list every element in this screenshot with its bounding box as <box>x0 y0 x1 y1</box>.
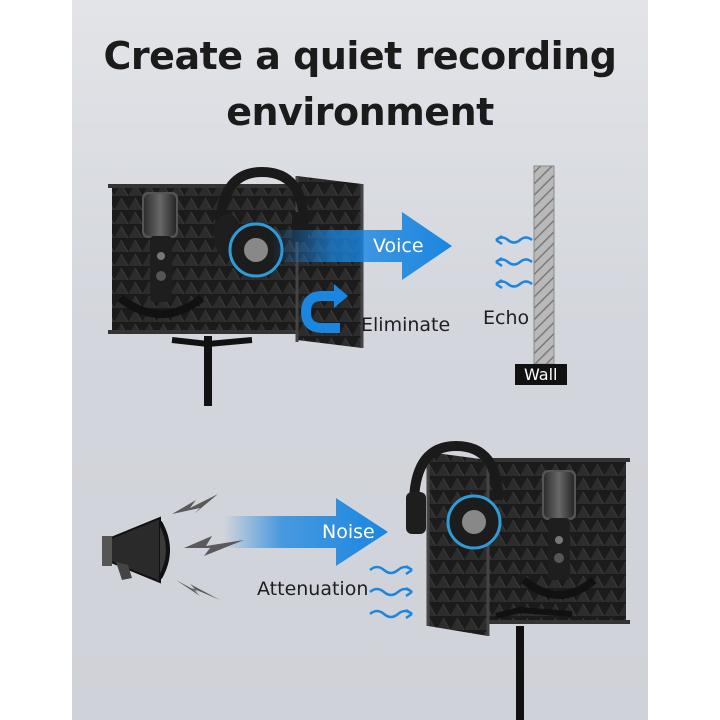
bottom-headphones <box>406 440 503 550</box>
page-title: Create a quiet recording environment <box>103 34 617 134</box>
bottom-microphone <box>495 470 597 720</box>
eliminate-return-icon <box>300 284 348 333</box>
sound-burst-icon <box>172 494 244 600</box>
megaphone-icon <box>102 516 170 584</box>
product-image-panel: Create a quiet recording environment <box>72 0 648 720</box>
voice-label: Voice <box>373 235 424 257</box>
noise-label: Noise <box>322 521 375 543</box>
noise-arrow <box>224 498 388 566</box>
voice-arrow <box>270 212 452 280</box>
top-microphone <box>117 192 253 406</box>
wall-graphic <box>533 165 555 365</box>
eliminate-label: Eliminate <box>361 314 451 336</box>
echo-label: Echo <box>483 307 530 329</box>
illustration-canvas <box>102 165 630 720</box>
attenuation-label: Attenuation <box>257 578 369 600</box>
echo-waves-icon <box>495 234 533 290</box>
wall-label: Wall <box>515 364 567 385</box>
attenuation-waves-icon <box>369 564 413 620</box>
